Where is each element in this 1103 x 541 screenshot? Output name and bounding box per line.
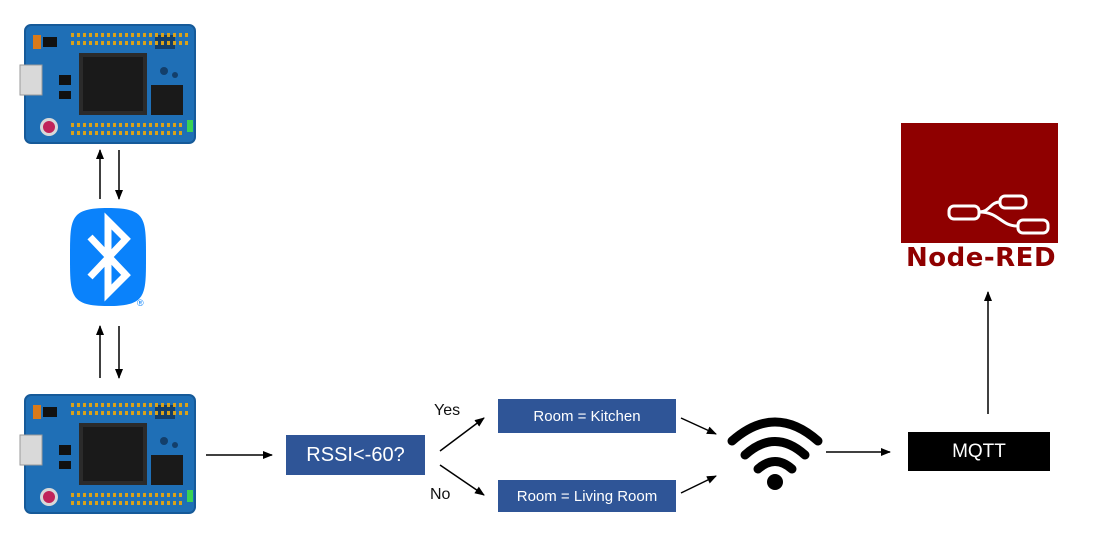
wifi-icon (727, 417, 823, 474)
wifi-dot-icon (767, 474, 783, 490)
trademark-symbol: ® (137, 298, 144, 308)
rssi-decision-label: RSSI<-60? (306, 443, 405, 466)
mqtt-box: MQTT (908, 432, 1050, 471)
room-living-box: Room = Living Room (498, 480, 676, 512)
node-red-flow-icon (947, 194, 1050, 235)
room-kitchen-label: Room = Kitchen (533, 407, 641, 425)
arrow-decision-to-kitchen (439, 417, 485, 452)
board-bottom-icon (18, 393, 197, 515)
no-label: No (430, 486, 451, 503)
room-kitchen-box: Room = Kitchen (498, 399, 676, 433)
node-red-logo-icon (901, 123, 1058, 243)
bluetooth-icon (70, 208, 146, 306)
arrow-decision-to-living (439, 464, 485, 496)
node-red-brand-text: Node-RED (906, 243, 1057, 273)
arrow-living-to-wifi (680, 475, 717, 494)
yes-label: Yes (434, 402, 461, 419)
board-top-icon (18, 23, 197, 145)
mqtt-label: MQTT (952, 440, 1006, 462)
rssi-decision-box: RSSI<-60? (286, 435, 425, 475)
arrow-kitchen-to-wifi (680, 417, 717, 435)
room-living-label: Room = Living Room (516, 487, 658, 505)
